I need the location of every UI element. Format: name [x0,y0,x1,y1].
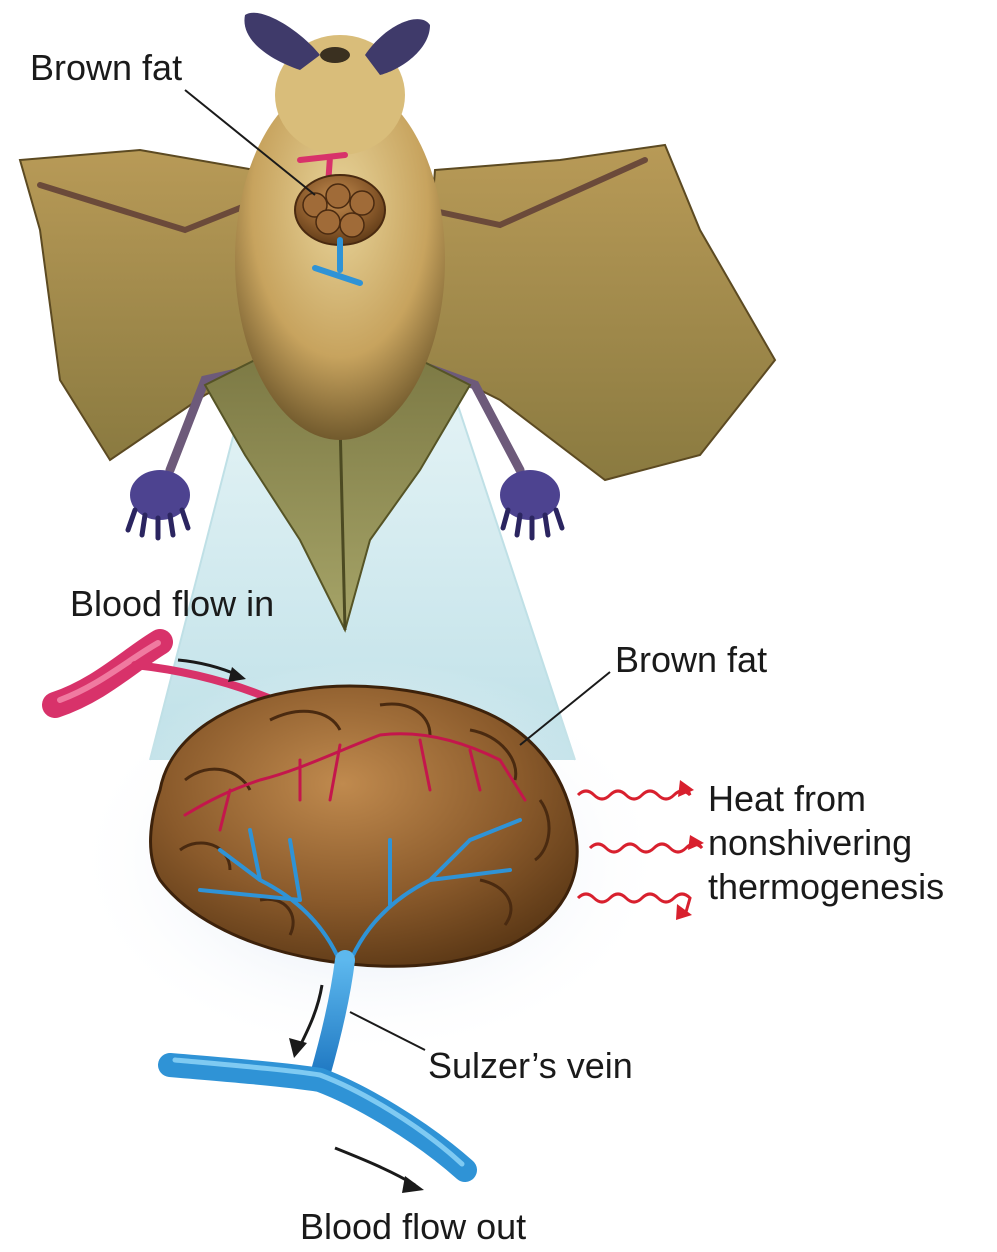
small-fat-lobule [350,191,374,215]
heat-label-line2: nonshivering [708,821,944,865]
brown-fat-detail-label: Brown fat [615,640,767,680]
sulzers-vein-label: Sulzer’s vein [428,1046,633,1086]
brown-fat-top-label: Brown fat [30,48,182,88]
right-ear [365,19,430,75]
bat-snout [320,47,350,63]
small-fat-lobule [316,210,340,234]
left-ear [244,13,320,70]
blood-flow-in-label: Blood flow in [70,584,274,624]
blood-flow-out-label: Blood flow out [300,1207,526,1247]
heat-label: Heat from nonshivering thermogenesis [708,777,944,909]
heat-label-line1: Heat from [708,777,944,821]
flow-out-arrow [335,1148,424,1193]
heat-label-line3: thermogenesis [708,865,944,909]
right-wing [420,145,775,480]
outflow-vein [170,1065,465,1170]
small-fat-lobule [326,184,350,208]
fat-mass-outline [151,686,578,966]
small-fat-lobule [340,213,364,237]
